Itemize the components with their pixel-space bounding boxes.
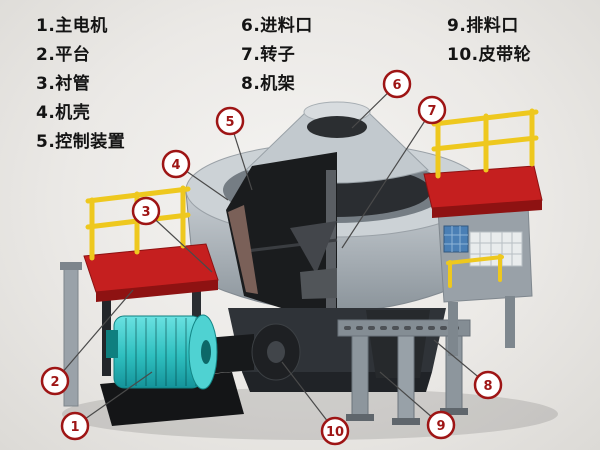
legend-item-8: 8.机架 [241, 74, 296, 94]
callout-5: 5 [215, 106, 253, 191]
cabinet-railing [446, 254, 504, 288]
legend-item-10: 10.皮带轮 [447, 45, 532, 65]
main-motor [100, 314, 244, 426]
cutaway-interior [226, 152, 338, 326]
svg-text:3: 3 [141, 205, 150, 220]
cabinet-mesh-blue [443, 225, 469, 253]
liner-tube [228, 205, 258, 294]
legend-item-9: 9.排料口 [447, 16, 519, 36]
legend-column-2: 6.进料口 7.转子 8.机架 [241, 12, 313, 99]
rotor-shaft [326, 170, 336, 316]
svg-text:1: 1 [70, 420, 79, 435]
svg-text:8: 8 [483, 379, 492, 394]
callout-3: 3 [131, 196, 213, 273]
callout-1: 1 [60, 371, 153, 441]
legend-item-7: 7.转子 [241, 45, 296, 65]
rotor [290, 221, 337, 274]
svg-text:4: 4 [171, 158, 180, 173]
svg-text:7: 7 [427, 104, 436, 119]
belt-pulley [206, 323, 301, 381]
callout-6: 6 [351, 69, 412, 129]
legend-item-6: 6.进料口 [241, 16, 313, 36]
rotor-body [300, 268, 337, 299]
control-cabinet [437, 203, 533, 356]
callout-7: 7 [341, 95, 447, 249]
legend-item-4: 4.机壳 [36, 103, 91, 123]
callout-8: 8 [433, 339, 503, 400]
legend-item-3: 3.衬管 [36, 74, 91, 94]
legend-item-1: 1.主电机 [36, 16, 108, 36]
legend: 1.主电机 2.平台 3.衬管 4.机壳 5.控制装置 6.进料口 7.转子 8… [36, 12, 586, 162]
svg-text:6: 6 [392, 78, 401, 93]
legend-column-3: 9.排料口 10.皮带轮 [447, 12, 531, 70]
callout-2: 2 [40, 289, 134, 396]
platform-right [423, 165, 543, 218]
callout-9: 9 [379, 371, 456, 440]
svg-text:5: 5 [225, 115, 234, 130]
callout-4: 4 [161, 149, 229, 201]
frame [337, 319, 471, 425]
legend-item-5: 5.控制装置 [36, 132, 126, 152]
svg-text:9: 9 [436, 419, 445, 434]
svg-text:10: 10 [326, 425, 344, 440]
callout-10: 10 [281, 361, 350, 446]
support-column-left [60, 262, 82, 407]
drive-belt [206, 334, 254, 374]
svg-text:2: 2 [50, 375, 59, 390]
legend-column-1: 1.主电机 2.平台 3.衬管 4.机壳 5.控制装置 [36, 12, 125, 157]
railing-right [431, 108, 539, 179]
legend-item-2: 2.平台 [36, 45, 91, 65]
